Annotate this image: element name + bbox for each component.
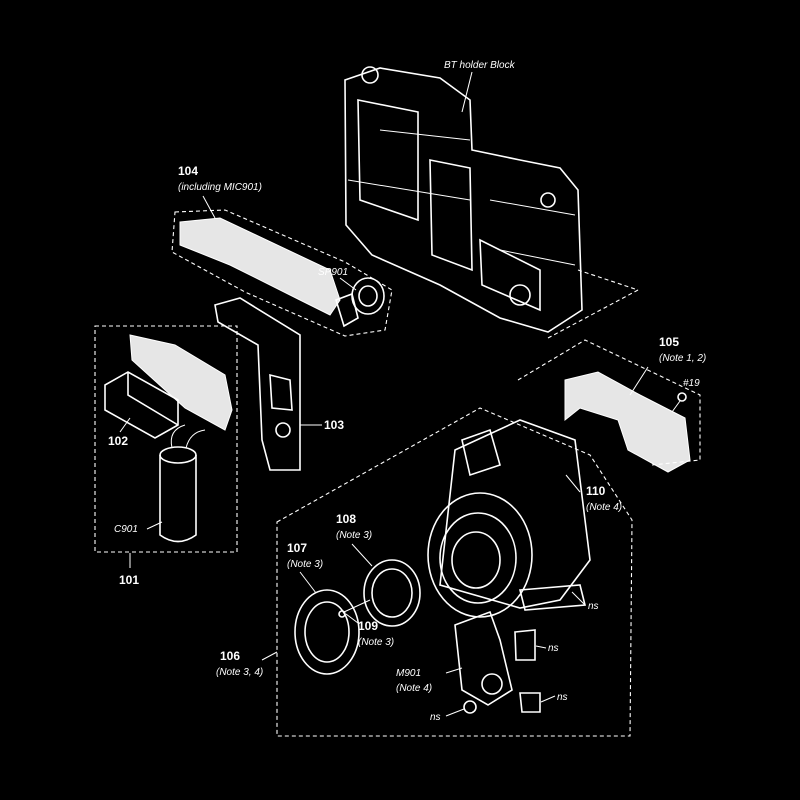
leader-104 <box>202 195 216 219</box>
label-102: 102 <box>108 434 128 448</box>
part-103-bracket <box>214 297 322 471</box>
leader-102 <box>119 417 131 433</box>
leader-106 <box>261 651 278 661</box>
part-105-bracket <box>564 371 691 473</box>
label-sp901: SP901 <box>318 267 348 278</box>
part-102-flash-unit <box>104 371 179 439</box>
label-108-note: (Note 3) <box>336 530 372 541</box>
label-104-note: (including MIC901) <box>178 182 262 193</box>
part-110-lens-block <box>427 419 591 618</box>
leader-ns1 <box>571 591 586 606</box>
label-ns-2: ns <box>548 643 559 654</box>
leader-c901 <box>146 521 163 530</box>
group-104-outline <box>171 209 393 337</box>
part-107-front-ring <box>294 589 360 675</box>
leader-sp901 <box>339 277 357 291</box>
label-ns-1: ns <box>588 601 599 612</box>
label-107: 107 <box>287 541 307 555</box>
group-101-outline <box>94 325 238 553</box>
label-103: 103 <box>324 418 344 432</box>
part-109-screw <box>338 599 371 618</box>
part-104-board <box>179 217 341 316</box>
label-m901-note: (Note 4) <box>396 683 432 694</box>
leader-ns2 <box>535 645 547 649</box>
label-106-note: (Note 3, 4) <box>216 667 263 678</box>
label-109-note: (Note 3) <box>358 637 394 648</box>
label-c901: C901 <box>114 524 138 535</box>
group-106-outline <box>276 407 633 737</box>
bt-block-guide-2 <box>547 289 639 339</box>
part-101-flash-board <box>129 334 233 431</box>
label-screw-19: #19 <box>683 378 700 389</box>
label-110: 110 <box>586 484 606 498</box>
leader-107 <box>299 571 317 594</box>
part-m901-motor <box>454 610 541 714</box>
label-105: 105 <box>659 335 679 349</box>
screw-19 <box>671 392 687 413</box>
label-104: 104 <box>178 164 198 178</box>
label-ns-4: ns <box>430 712 441 723</box>
leader-m901 <box>445 667 463 674</box>
label-109: 109 <box>358 619 378 633</box>
leader-ns4 <box>445 708 465 717</box>
label-101: 101 <box>119 573 139 587</box>
leader-105 <box>629 366 649 396</box>
label-108: 108 <box>336 512 356 526</box>
leader-108 <box>351 543 373 567</box>
label-bt-holder-block: BT holder Block <box>444 60 516 71</box>
bt-holder-block <box>344 66 583 333</box>
leader-110 <box>565 474 581 493</box>
label-ns-3: ns <box>557 692 568 703</box>
leader-bt <box>461 71 473 113</box>
label-105-note: (Note 1, 2) <box>659 353 706 364</box>
bt-block-guide <box>577 269 639 291</box>
part-c901-capacitor <box>159 424 206 543</box>
leader-ns3 <box>540 695 556 703</box>
group-105-outline <box>517 339 701 466</box>
label-107-note: (Note 3) <box>287 559 323 570</box>
leader-109 <box>345 613 359 624</box>
part-108-ring <box>363 559 421 627</box>
label-m901: M901 <box>396 668 421 679</box>
label-110-note: (Note 4) <box>586 502 622 513</box>
part-sp901-speaker <box>335 277 385 328</box>
label-106: 106 <box>220 649 240 663</box>
